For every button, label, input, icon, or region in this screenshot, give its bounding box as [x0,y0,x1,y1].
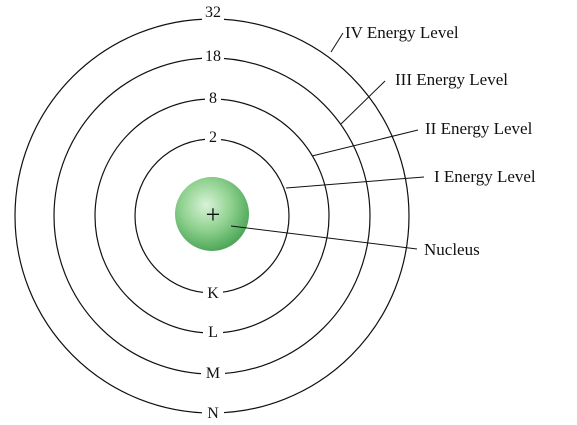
capacity-k: 2 [209,129,217,146]
capacity-m: 18 [205,48,221,65]
cap-k-bg [205,128,221,146]
leader-ii [311,129,419,157]
leader-i [285,176,425,189]
leader-iii [340,80,386,125]
letter-l-bg [203,322,223,342]
level-label-i: I Energy Level [434,167,536,186]
shell-letter-m: M [206,365,220,382]
letter-k-bg [203,283,223,303]
letter-m-bg [201,363,225,383]
nucleus-symbol: + [206,200,221,229]
shell-letter-k: K [207,285,219,302]
cap-m-bg [202,46,224,66]
leader-nucleus [230,225,418,250]
cap-n-bg [202,1,224,21]
cap-l-bg [205,88,221,106]
shell-letter-n: N [207,405,219,422]
letter-n-bg [202,404,224,424]
capacity-n: 32 [205,4,221,21]
level-label-iv: IV Energy Level [345,23,459,42]
leader-iv [330,32,344,53]
nucleus-label: Nucleus [424,240,480,259]
level-label-iii: III Energy Level [395,70,508,89]
nucleus [175,177,249,251]
level-label-ii: II Energy Level [425,119,533,138]
shell-letter-l: L [208,324,218,341]
capacity-l: 8 [209,90,217,107]
